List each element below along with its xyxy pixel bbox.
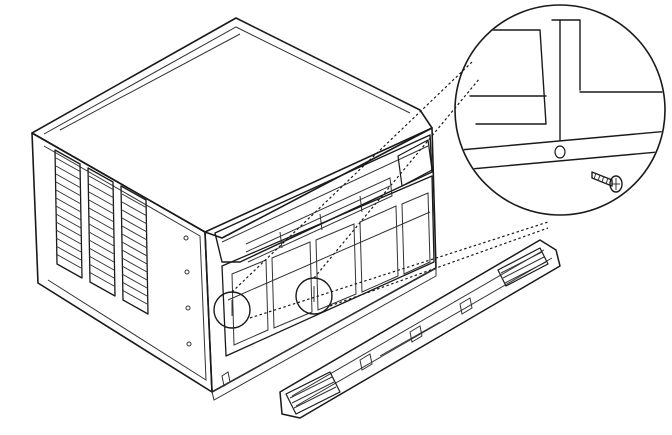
louver-slat [88,247,115,263]
louver-slat [121,257,148,273]
louver-slat [121,201,148,217]
louver-slat [88,207,115,223]
louver-slat [55,229,82,245]
louver-slat [88,263,115,279]
louver-slat [55,213,82,229]
louver-slat [88,255,115,271]
louver-slat [121,193,148,209]
louver-slat [88,231,115,247]
louver-slat [55,221,82,237]
front-panel-part [279,239,561,419]
louver-slat [55,237,82,253]
louver-slat [121,249,148,265]
louver-slat [55,253,82,269]
leader-lines [231,61,549,319]
louver-slat [121,209,148,225]
louver-slat [121,233,148,249]
louver-slat [121,281,148,297]
louver-slat [55,189,82,205]
front-grille [214,134,435,357]
louver-slat [121,225,148,241]
base-detail [211,267,437,401]
louver-slat [55,245,82,261]
magnified-detail [454,4,666,216]
side-screw-holes [183,235,192,347]
louver-slat [121,273,148,289]
louver-slat [121,241,148,257]
louver-slat [88,215,115,231]
louver-slat [55,173,82,189]
screw-icon [591,171,623,193]
louver-slat [55,165,82,181]
screw-hole-icon [554,145,566,159]
louver-slat [88,239,115,255]
louver-slat [55,197,82,213]
louver-slat [121,265,148,281]
louver-slat [55,181,82,197]
louver-slat [88,223,115,239]
louver-slat [88,271,115,287]
louver-slat [88,183,115,199]
louver-slat [88,199,115,215]
louver-slat [88,191,115,207]
louver-slat [121,217,148,233]
louver-slat [121,289,148,305]
louver-slat [55,157,82,173]
louver-slat [88,175,115,191]
side-louvers [54,149,149,315]
louver-slat [55,205,82,221]
